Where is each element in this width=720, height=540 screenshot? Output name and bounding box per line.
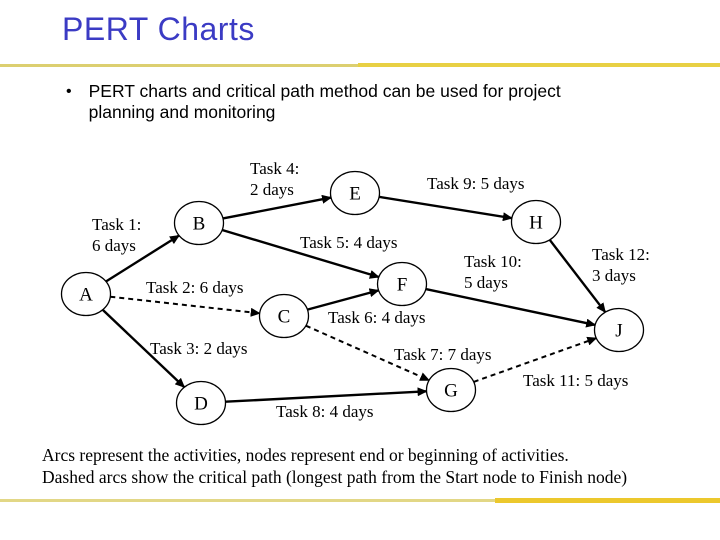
edge-G-J xyxy=(473,336,598,383)
edge-label-task-8: Task 8: 4 days xyxy=(276,402,374,421)
node-J: J xyxy=(593,307,645,353)
node-label-D: D xyxy=(194,394,208,415)
footer-divider-right xyxy=(495,498,720,503)
edge-C-F xyxy=(307,288,380,311)
node-label-H: H xyxy=(529,213,543,234)
node-B: B xyxy=(173,200,225,246)
node-label-F: F xyxy=(397,275,408,296)
bullet-text-line: PERT charts and critical path method can… xyxy=(88,81,561,101)
edge-F-J xyxy=(425,287,597,328)
edge-label-task-4: 2 days xyxy=(250,180,294,199)
edge-H-J xyxy=(548,239,607,313)
edge-B-E xyxy=(222,194,333,220)
edge-E-H xyxy=(378,195,513,222)
title-divider-left xyxy=(0,64,360,67)
node-label-B: B xyxy=(193,214,206,235)
title-divider-right xyxy=(358,63,720,67)
bullet-item: • PERT charts and critical path method c… xyxy=(66,81,561,123)
edge-A-D xyxy=(101,308,186,389)
edge-label-task-12: 3 days xyxy=(592,266,636,285)
edge-A-C xyxy=(110,295,261,317)
node-C: C xyxy=(258,293,310,339)
node-A: A xyxy=(60,271,112,317)
footer-note-line: Dashed arcs show the critical path (long… xyxy=(42,467,628,487)
edge-D-G xyxy=(225,387,428,403)
node-label-G: G xyxy=(444,381,458,402)
node-label-E: E xyxy=(349,184,361,205)
node-label-A: A xyxy=(79,285,93,306)
edge-label-task-3: Task 3: 2 days xyxy=(150,339,248,358)
footer-divider-left xyxy=(0,499,497,502)
edge-label-task-9: Task 9: 5 days xyxy=(427,174,525,193)
node-E: E xyxy=(329,170,381,216)
node-H: H xyxy=(510,199,562,245)
edge-label-task-2: Task 2: 6 days xyxy=(146,278,244,297)
edge-label-task-6: Task 6: 4 days xyxy=(328,308,426,327)
node-F: F xyxy=(376,261,428,307)
bullet-icon: • xyxy=(66,83,72,100)
node-G: G xyxy=(425,367,477,413)
edge-label-task-1: Task 1: xyxy=(92,215,141,234)
edge-label-task-1: 6 days xyxy=(92,236,136,255)
edge-label-task-10: Task 10: xyxy=(464,252,522,271)
edge-label-task-5: Task 5: 4 days xyxy=(300,233,398,252)
edge-C-G xyxy=(305,324,431,382)
edge-A-B xyxy=(105,234,180,283)
edge-label-task-10: 5 days xyxy=(464,273,508,292)
slide-title: PERT Charts xyxy=(62,11,255,47)
bullet-text: PERT charts and critical path method can… xyxy=(89,81,561,123)
node-D: D xyxy=(175,380,227,426)
edge-label-task-4: Task 4: xyxy=(250,159,299,178)
node-label-J: J xyxy=(615,321,622,342)
edge-label-task-7: Task 7: 7 days xyxy=(394,345,492,364)
edge-label-task-12: Task 12: xyxy=(592,245,650,264)
edge-label-task-11: Task 11: 5 days xyxy=(523,371,628,390)
footer-note: Arcs represent the activities, nodes rep… xyxy=(42,444,627,488)
bullet-text-line: planning and monitoring xyxy=(88,102,276,122)
footer-note-line: Arcs represent the activities, nodes rep… xyxy=(42,445,569,465)
edge-B-F xyxy=(221,228,380,279)
node-label-C: C xyxy=(278,307,291,328)
